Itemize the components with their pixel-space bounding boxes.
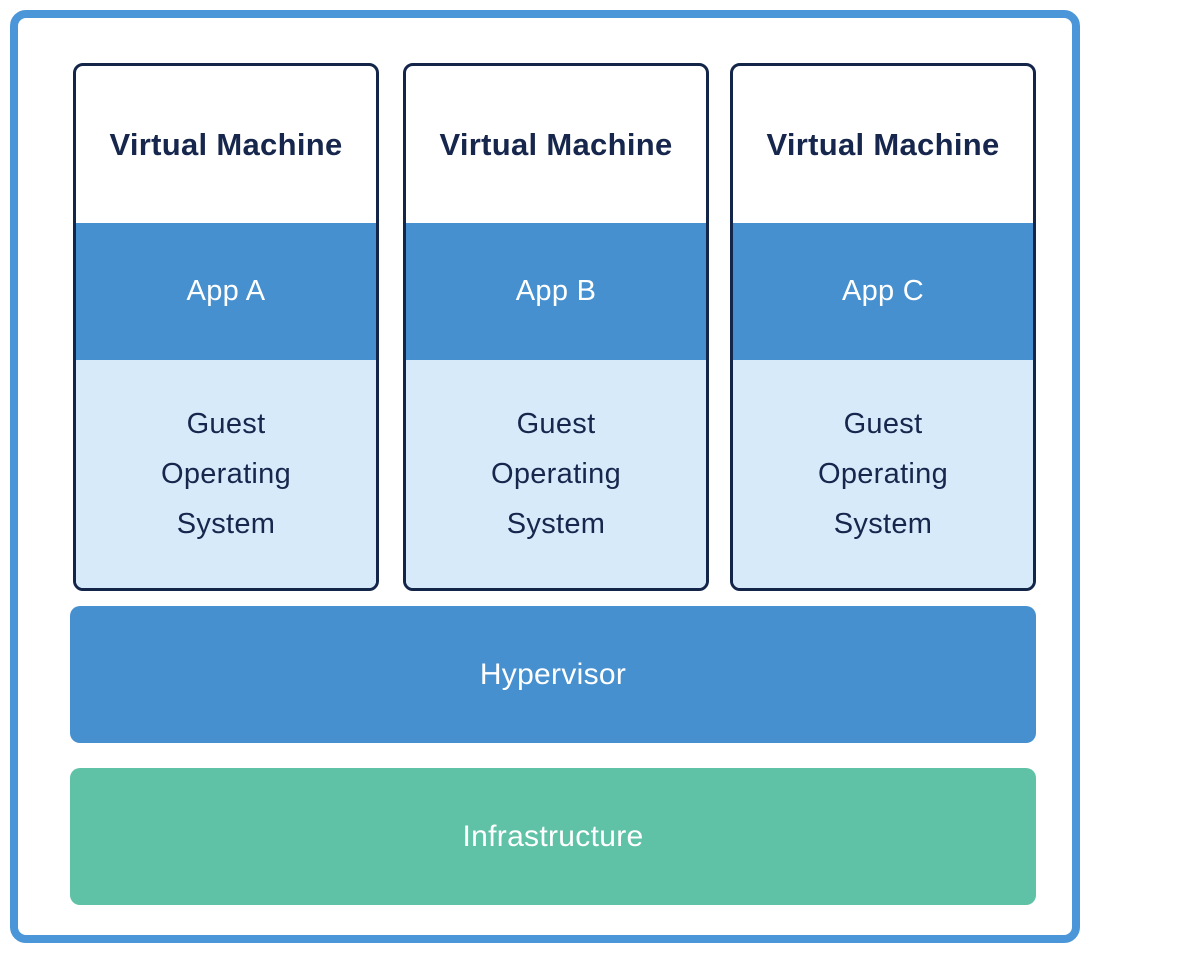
guest-os-line: Guest	[186, 408, 266, 440]
guest-os-line: Guest	[516, 408, 596, 440]
vm-title: Virtual Machine	[766, 126, 1000, 162]
guest-os-band: Guest Operating System	[76, 360, 376, 588]
guest-os-band: Guest Operating System	[406, 360, 706, 588]
diagram-outer-frame: Virtual Machine App A Guest Operating Sy…	[10, 10, 1080, 943]
app-band: App B	[406, 223, 706, 360]
guest-os-line: System	[176, 508, 276, 540]
hypervisor-bar: Hypervisor	[70, 606, 1036, 743]
app-band: App A	[76, 223, 376, 360]
guest-os-line: Operating	[817, 458, 949, 490]
guest-os-line: Operating	[490, 458, 622, 490]
guest-os-line: Guest	[843, 408, 923, 440]
guest-os-band: Guest Operating System	[733, 360, 1033, 588]
guest-os-line: System	[833, 508, 933, 540]
guest-os-line: System	[506, 508, 606, 540]
vm-box-2: Virtual Machine App B Guest Operating Sy…	[403, 63, 709, 591]
infrastructure-bar: Infrastructure	[70, 768, 1036, 905]
guest-os-line: Operating	[160, 458, 292, 490]
vm-box-1: Virtual Machine App A Guest Operating Sy…	[73, 63, 379, 591]
vm-box-3: Virtual Machine App C Guest Operating Sy…	[730, 63, 1036, 591]
app-band: App C	[733, 223, 1033, 360]
vm-title: Virtual Machine	[439, 126, 673, 162]
vm-title: Virtual Machine	[109, 126, 343, 162]
